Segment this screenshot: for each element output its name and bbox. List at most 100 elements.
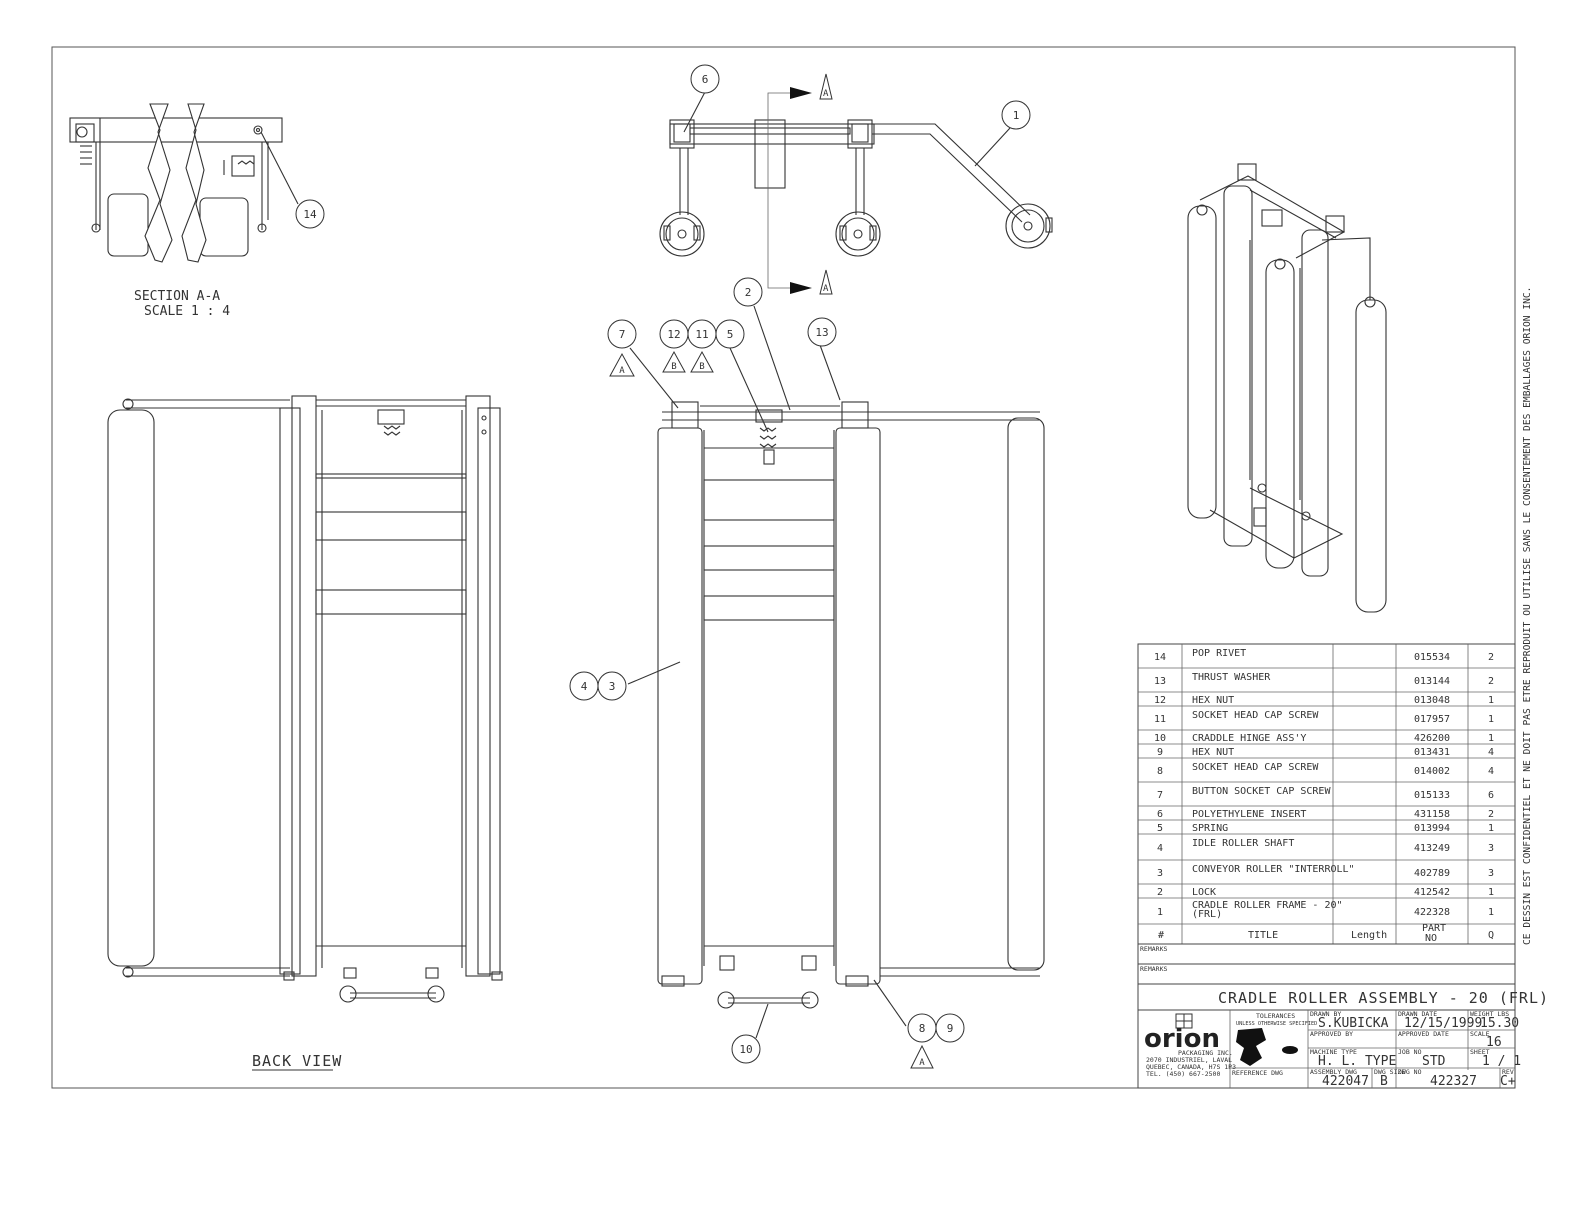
- bom-part-no: 015534: [1414, 652, 1450, 663]
- bom-part-no: 017957: [1414, 714, 1450, 725]
- svg-text:PART: PART: [1422, 923, 1446, 934]
- bom-title-line2: (FRL): [1192, 909, 1222, 920]
- bom-title: SOCKET HEAD CAP SCREW: [1192, 710, 1319, 721]
- svg-text:Length: Length: [1351, 930, 1387, 941]
- front-view: [627, 305, 1045, 1039]
- section-marker-bottom: A: [823, 284, 829, 294]
- bom-header: # TITLE Length PART NO Q: [1158, 923, 1494, 944]
- svg-text:B: B: [671, 362, 676, 372]
- bom-title: HEX NUT: [1192, 747, 1234, 758]
- bom-title: CRADLE ROLLER FRAME - 20": [1192, 900, 1343, 911]
- section-title: SECTION A-A: [134, 289, 220, 304]
- section-view: [69, 103, 299, 263]
- back-view-title: BACK VIEW: [252, 1052, 342, 1070]
- bom-title: HEX NUT: [1192, 695, 1234, 706]
- svg-text:8: 8: [919, 1022, 926, 1035]
- sheet-label: SHEET: [1470, 1048, 1490, 1056]
- balloon-2: 2: [733, 277, 763, 307]
- balloon-10: 10: [731, 1034, 761, 1064]
- svg-text:4: 4: [581, 680, 588, 693]
- balloon-4: 4: [569, 671, 599, 701]
- company-sub: PACKAGING INC.: [1178, 1049, 1233, 1057]
- drawn-by: S.KUBICKA: [1318, 1016, 1389, 1031]
- bom-qty: 2: [1488, 809, 1494, 820]
- isometric-view: [1187, 163, 1387, 613]
- top-view: [659, 73, 1053, 295]
- sheet-value: 1 / 1: [1482, 1054, 1521, 1069]
- svg-text:B: B: [699, 362, 704, 372]
- balloon-5: 5: [715, 319, 745, 349]
- bom-title: SOCKET HEAD CAP SCREW: [1192, 762, 1319, 773]
- remarks-label-2: REMARKS: [1140, 965, 1167, 973]
- title-block: [1137, 943, 1516, 1089]
- drawing-title: CRADLE ROLLER ASSEMBLY - 20 (FRL): [1218, 989, 1549, 1007]
- bom-title: IDLE ROLLER SHAFT: [1192, 838, 1294, 849]
- dwg-size-label: DWG SIZE: [1374, 1068, 1405, 1076]
- assembly-dwg: 422047: [1322, 1074, 1369, 1089]
- svg-text:7: 7: [619, 328, 626, 341]
- bom-qty: 4: [1488, 747, 1494, 758]
- balloon-11: 11: [687, 319, 717, 349]
- balloon-13: 13: [807, 317, 837, 347]
- company-logo: orion: [1144, 1024, 1220, 1054]
- bom-item-no: 10: [1154, 733, 1166, 744]
- bom-part-no: 402789: [1414, 868, 1450, 879]
- svg-text:2: 2: [745, 286, 752, 299]
- bom-item-no: 6: [1157, 809, 1163, 820]
- svg-text:NO: NO: [1425, 933, 1437, 944]
- svg-text:A: A: [619, 366, 625, 376]
- bom-title: POP RIVET: [1192, 648, 1246, 659]
- tri-marker-8: A: [910, 1044, 934, 1069]
- balloon-6: 6: [690, 64, 720, 94]
- bom-item-no: 12: [1154, 695, 1166, 706]
- approved-by-label: APPROVED BY: [1310, 1030, 1353, 1038]
- bom-qty: 1: [1488, 907, 1494, 918]
- drawn-by-label: DRAWN BY: [1310, 1010, 1341, 1018]
- bom-item-no: 2: [1157, 887, 1163, 898]
- sheet-border: [51, 46, 1516, 1089]
- svg-text:14: 14: [303, 208, 317, 221]
- svg-text:10: 10: [739, 1043, 752, 1056]
- machine-type: H. L. TYPE: [1318, 1054, 1396, 1069]
- approved-date-label: APPROVED DATE: [1398, 1030, 1449, 1038]
- bom-part-no: 426200: [1414, 733, 1450, 744]
- bom-item-no: 5: [1157, 823, 1163, 834]
- tolerances-label: TOLERANCES: [1256, 1012, 1295, 1020]
- company-addr-3: TEL. (450) 667-2500: [1146, 1070, 1220, 1078]
- remarks-label-1: REMARKS: [1140, 945, 1167, 953]
- balloon-7: 7: [607, 319, 637, 349]
- bom-qty: 1: [1488, 823, 1494, 834]
- balloon-9: 9: [935, 1013, 965, 1043]
- bom-title: SPRING: [1192, 823, 1228, 834]
- bom-qty: 1: [1488, 733, 1494, 744]
- dwg-no: 422327: [1430, 1074, 1477, 1089]
- bom-item-no: 9: [1157, 747, 1163, 758]
- scale-label: SCALE: [1470, 1030, 1490, 1038]
- bom-part-no: 014002: [1414, 766, 1450, 777]
- bom-title: CRADDLE HINGE ASS'Y: [1192, 733, 1306, 744]
- tri-marker-12: B: [662, 350, 686, 373]
- svg-text:9: 9: [947, 1022, 954, 1035]
- drawn-date: 12/15/1999: [1404, 1016, 1482, 1031]
- back-view: [107, 395, 503, 1003]
- tri-marker-11: B: [690, 350, 714, 373]
- scale-value: 16: [1486, 1035, 1502, 1050]
- bom-part-no: 013431: [1414, 747, 1450, 758]
- bom-title: CONVEYOR ROLLER "INTERROLL": [1192, 864, 1355, 875]
- tolerances-note: UNLESS OTHERWISE SPECIFIED: [1236, 1021, 1317, 1027]
- weight-value: 15.30: [1480, 1016, 1519, 1031]
- machine-type-label: MACHINE TYPE: [1310, 1048, 1357, 1056]
- bom-part-no: 412542: [1414, 887, 1450, 898]
- drawn-date-label: DRAWN DATE: [1398, 1010, 1437, 1018]
- bom-title: THRUST WASHER: [1192, 672, 1271, 683]
- balloon-12: 12: [659, 319, 689, 349]
- weight-label: WEIGHT LBS: [1470, 1010, 1509, 1018]
- bom-item-no: 8: [1157, 766, 1163, 777]
- svg-text:A: A: [919, 1058, 925, 1068]
- svg-text:1: 1: [1013, 109, 1020, 122]
- tri-marker-7: A: [609, 352, 635, 377]
- bom-qty: 1: [1488, 714, 1494, 725]
- assembly-dwg-label: ASSEMBLY DWG: [1310, 1068, 1357, 1076]
- bom-part-no: 431158: [1414, 809, 1450, 820]
